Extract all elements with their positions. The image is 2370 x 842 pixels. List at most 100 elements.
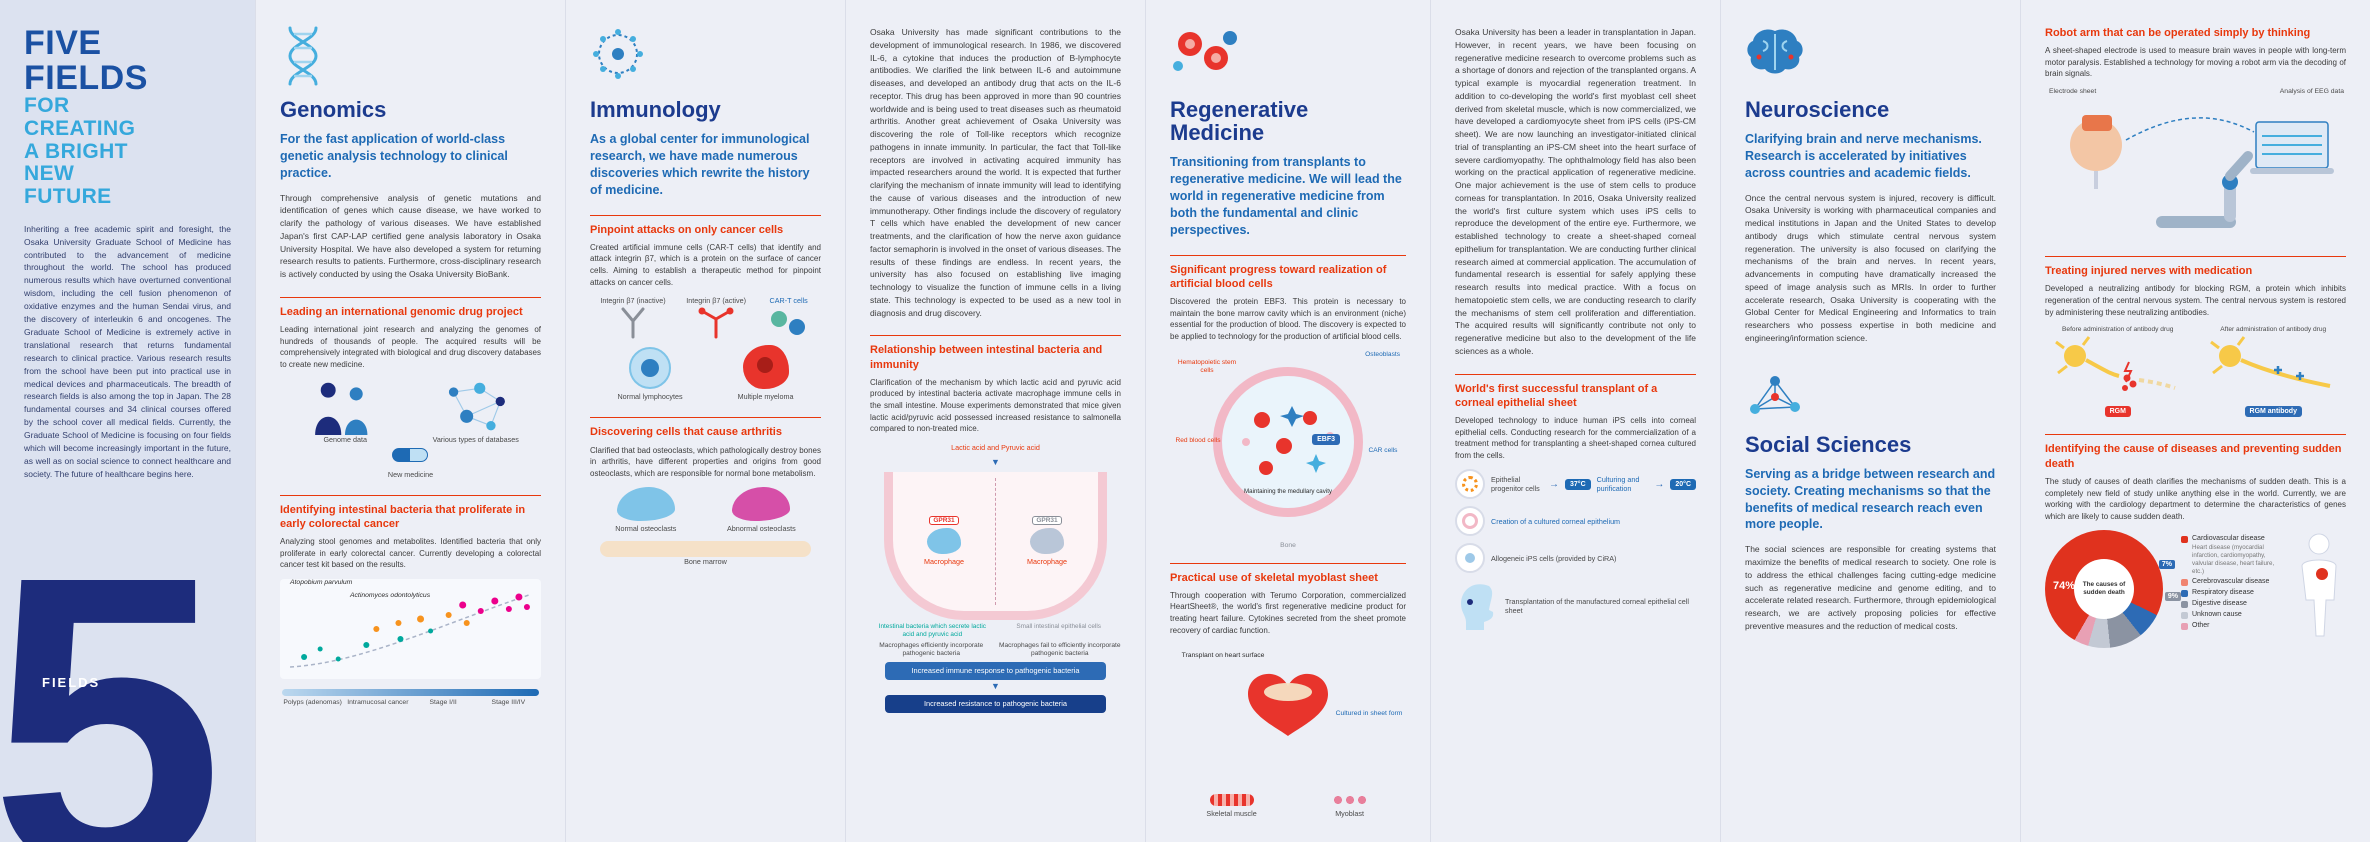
social-title: Social Sciences xyxy=(1745,431,1912,457)
right-arrow-icon: → xyxy=(1654,478,1665,490)
immunology-title: Immunology xyxy=(590,97,721,122)
myoblast-cells-icon xyxy=(1329,794,1370,807)
dna-icon xyxy=(280,26,541,88)
stage-label: Intramucosal cancer xyxy=(347,699,409,707)
myoblast-bottom-figures: Skeletal muscle Myoblast xyxy=(1170,794,1406,818)
numeral-fields-label: FIELDS xyxy=(42,675,101,690)
figure-label: Normal lymphocytes xyxy=(617,392,683,402)
gut-captions: Macrophages efficiently incorporate path… xyxy=(870,642,1121,658)
myoblast-figure: Myoblast xyxy=(1329,794,1370,819)
integrin-figures: Integrin β7 (inactive) Integrin β7 (acti… xyxy=(590,296,821,339)
robot-arm-illustration: Electrode sheet Analysis of EEG data xyxy=(2045,88,2346,240)
figure-label: Myoblast xyxy=(1335,809,1364,819)
pill-icon xyxy=(392,447,429,462)
genomics-body: Through comprehensive analysis of geneti… xyxy=(280,192,541,280)
cultured-epithelium-dish-icon xyxy=(1455,506,1485,537)
muscle-icon xyxy=(1209,794,1254,807)
sudden-death-chart: The causes of sudden death 74% 7% 9% xyxy=(2045,530,2181,654)
blood-cells-icon xyxy=(1170,26,1406,88)
figure-label: Normal osteoclasts xyxy=(615,524,677,534)
figure-label: Multiple myeloma xyxy=(737,392,794,402)
immunology-column: Immunology As a global center for immuno… xyxy=(565,0,845,842)
marrow-cells-icon xyxy=(1242,405,1334,475)
rgm-antibody-chip: RGM antibody xyxy=(2244,406,2302,418)
donut-center-label: The causes of sudden death xyxy=(2074,559,2134,620)
species-label: Atopobium parvulum xyxy=(290,579,353,587)
genomics-column: Genomics For the fast application of wor… xyxy=(255,0,565,842)
figure-label: New medicine xyxy=(387,469,434,479)
social-body: The social sciences are responsible for … xyxy=(1745,544,1996,631)
genome-data-figure: Genome data xyxy=(285,379,405,444)
artificial-blood-illustration: Osteoblasts Hematopoietic stem cells EBF… xyxy=(1170,351,1406,550)
cart-illustration: Integrin β7 (inactive) Integrin β7 (acti… xyxy=(590,296,821,401)
arthritis-section: Discovering cells that cause arthritis C… xyxy=(590,417,821,566)
figure-label: CAR-T cells xyxy=(769,296,808,306)
section-body: Analyzing stool genomes and metabolites.… xyxy=(280,537,541,570)
legend-label: Digestive disease xyxy=(2192,600,2247,608)
legend-item: Digestive disease xyxy=(2181,600,2280,609)
ips-dish-icon xyxy=(1455,543,1485,574)
body-silhouette-icon xyxy=(2301,533,2337,637)
figure-label: Red blood cells xyxy=(1175,436,1221,444)
heart-icon xyxy=(1248,674,1328,737)
after-treatment-figure: After administration of antibody drug RG… xyxy=(2201,326,2347,418)
legend-label: Cerebrovascular disease xyxy=(2192,578,2270,586)
numeral-5: 5 xyxy=(0,490,224,842)
figure-label: Bone xyxy=(1280,542,1296,550)
section-title: World's first successful transplant of a… xyxy=(1455,382,1658,409)
section-title: Identifying the cause of diseases and pr… xyxy=(2045,443,2342,470)
sudden-death-figure: The causes of sudden death 74% 7% 9% Car… xyxy=(2045,530,2346,654)
big-numeral-five: 5 FIELDS xyxy=(0,490,224,842)
immunology-subtitle: As a global center for immunological res… xyxy=(590,132,810,197)
figure-label: Macrophages fail to efficiently incorpor… xyxy=(998,641,1121,658)
section-title: Leading an international genomic drug pr… xyxy=(280,305,523,318)
page-title: FIVE FIELDS FOR CREATING A BRIGHT NEW FU… xyxy=(24,26,231,209)
section-body: Clarification of the mechanism by which … xyxy=(870,377,1121,434)
pinpoint-section: Pinpoint attacks on only cancer cells Cr… xyxy=(590,214,821,401)
legend-label: Cardiovascular disease xyxy=(2192,535,2265,543)
bacteria-scatter-plot xyxy=(280,579,541,680)
stage-label: Polyps (adenomas) xyxy=(283,699,342,707)
immunology-text-column: Osaka University has made significant co… xyxy=(845,0,1145,842)
temperature-chip: 37°C xyxy=(1564,478,1591,490)
pct-digestive: 9% xyxy=(2164,592,2181,602)
colorectal-section: Identifying intestinal bacteria that pro… xyxy=(280,494,541,708)
figure-label: Bone marrow xyxy=(684,557,727,567)
stage-label: Stage III/IV xyxy=(491,699,526,707)
neuroscience-title: Neuroscience xyxy=(1745,97,1890,122)
macrophage-icon xyxy=(1030,528,1064,555)
neuroscience-body: Once the central nervous system is injur… xyxy=(1745,192,1996,343)
stage-labels: Polyps (adenomas) Intramucosal cancer St… xyxy=(280,699,541,707)
title-sub-line: FUTURE xyxy=(24,185,112,209)
title-word-fields: FIELDS xyxy=(24,58,148,97)
legend-item: Cardiovascular disease xyxy=(2181,535,2280,544)
pct-respiratory: 7% xyxy=(2158,560,2175,570)
title-sub-line: CREATING xyxy=(24,117,136,141)
figure-label: Small intestinal epithelial cells xyxy=(1016,622,1101,630)
figure-label: Macrophage xyxy=(1027,557,1067,567)
section-body: Developed technology to induce human iPS… xyxy=(1455,416,1696,460)
gpr31-tag: GPR31 xyxy=(1032,516,1062,526)
cornea-step-4: Transplantation of the manufactured corn… xyxy=(1455,580,1696,632)
intestine-cross-section: GPR31 Macrophage GPR31 Macrophage xyxy=(884,471,1107,620)
stage-label: Stage I/II xyxy=(429,699,457,707)
pct-cardiovascular: 74% xyxy=(2053,580,2076,593)
social-subtitle: Serving as a bridge between research and… xyxy=(1745,466,1996,532)
legend-dot xyxy=(2181,601,2188,609)
legend-note: Heart disease (myocardial infarction, ca… xyxy=(2192,544,2275,575)
receptor-active-icon xyxy=(698,307,734,339)
figure-label: Culturing and purification xyxy=(1596,475,1640,494)
ebf3-badge: EBF3 xyxy=(1312,433,1340,445)
genomic-drug-project-section: Leading an international genomic drug pr… xyxy=(280,296,541,479)
immunology-history-paragraph: Osaka University has made significant co… xyxy=(870,27,1121,318)
regenerative-column: Regenerative Medicine Transitioning from… xyxy=(1145,0,1430,842)
genomics-title: Genomics xyxy=(280,97,387,122)
neuroscience-column: Neuroscience Clarifying brain and nerve … xyxy=(1720,0,2020,842)
section-title: Treating injured nerves with medication xyxy=(2045,265,2253,278)
robot-arm-section: Robot arm that can be operated simply by… xyxy=(2045,26,2346,240)
normal-lymphocyte-figure: Normal lymphocytes xyxy=(617,347,683,402)
figure-label: After administration of antibody drug xyxy=(2220,326,2327,334)
section-body: Leading international joint research and… xyxy=(280,325,541,370)
neuroscience-subtitle: Clarifying brain and nerve mechanisms. R… xyxy=(1745,132,1982,180)
rgm-chip: RGM xyxy=(2104,406,2131,418)
